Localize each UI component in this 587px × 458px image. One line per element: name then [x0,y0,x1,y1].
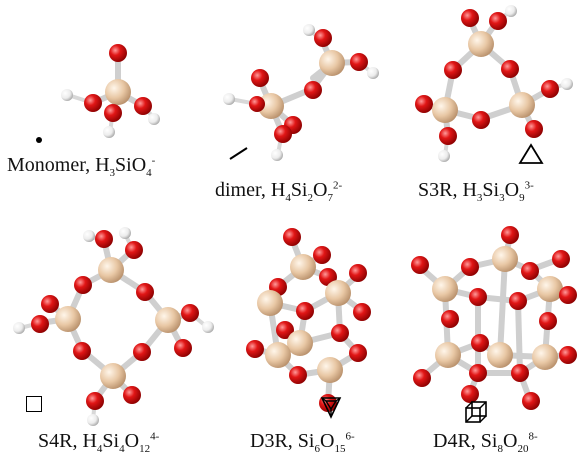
molecule-s4r [13,227,214,426]
molecule-dimer [223,24,379,161]
caption-dimer: dimer, H4Si2O72- [215,179,343,204]
panel-s4r [0,215,220,430]
caption-monomer: Monomer, H3SiO4- [7,154,156,179]
caption-d3r: D3R, Si6O156- [250,430,355,455]
panel-dimer [205,0,395,200]
prism-icon [320,397,342,419]
molecule-s3r [415,5,573,162]
square-icon [26,396,42,412]
molecule-monomer [61,44,160,138]
formula: H4Si4O12 [82,430,151,455]
triangle-icon [518,143,544,164]
molecule-d4r [411,226,577,410]
line-icon [229,147,248,160]
panel-d3r [220,215,400,430]
dot-icon [36,137,42,143]
panel-s3r [400,0,587,200]
caption-s3r: S3R, H3Si3O93- [418,179,534,204]
cube-icon [465,401,487,423]
formula: H4Si2O7 [270,179,333,204]
caption-d4r: D4R, Si8O208- [433,430,538,455]
panel-d4r [400,215,587,430]
panel-monomer [0,0,200,200]
caption-s4r: S4R, H4Si4O124- [38,430,160,455]
formula: H3Si3O9 [462,179,525,204]
formula: Si8O20 [480,430,529,455]
molecule-d3r [246,228,371,412]
formula: Si6O15 [297,430,346,455]
formula: H3SiO4 [95,154,152,179]
